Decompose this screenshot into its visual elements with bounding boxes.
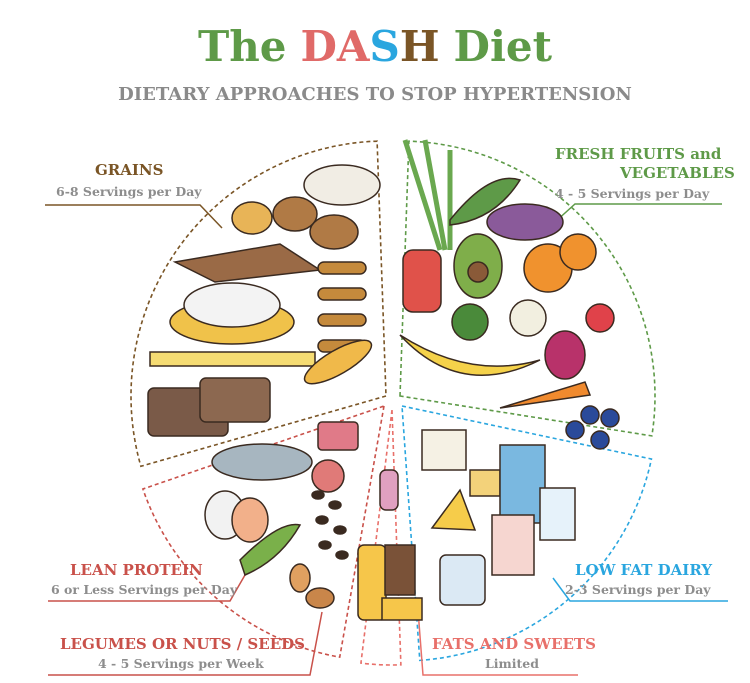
blueberry-icon [590, 430, 610, 450]
butter-block-icon [381, 597, 423, 621]
protein-wedge [141, 404, 386, 659]
egg-icon [231, 497, 269, 543]
avocado-pit-icon [467, 261, 489, 283]
carrot-icon [499, 381, 592, 409]
fruits-label-line2: VEGETABLES [620, 164, 735, 182]
bread-slice-icon [199, 377, 271, 423]
eggplant-icon [486, 203, 564, 241]
meat-icon [317, 421, 359, 451]
title-letter-d: D [300, 22, 337, 71]
fats-sweets-label: FATS AND SWEETS [432, 635, 596, 653]
butter-icon [469, 469, 501, 497]
almond-icon [289, 563, 311, 593]
rice-icon [183, 282, 281, 328]
dairy-wedge [401, 404, 653, 662]
grains-wedge [130, 140, 387, 468]
fats-sweets-servings: Limited [485, 656, 539, 671]
fruits-leader [554, 203, 722, 223]
pasta-icon [317, 313, 367, 327]
yogurt-cup-icon [421, 429, 467, 471]
legumes-servings: 4 - 5 Servings per Week [98, 656, 264, 671]
bell-pepper-icon [402, 249, 442, 313]
chicken-leg-icon [311, 459, 345, 493]
banana-icon [399, 334, 541, 376]
fats-leader [417, 609, 578, 676]
wheat-icon [303, 339, 373, 385]
orange-icon [559, 233, 597, 271]
beet-icon [544, 330, 586, 380]
title-letter-a: A [336, 22, 370, 71]
legumes-leader [48, 611, 323, 676]
pasta-icon [317, 287, 367, 301]
cheese-icon [430, 488, 477, 531]
cereal-bowl-icon [303, 164, 381, 206]
milk-glass-icon [539, 487, 576, 541]
flatbread-icon [172, 243, 323, 283]
lean-protein-label: LEAN PROTEIN [70, 561, 203, 579]
green-onion-icon [402, 139, 453, 251]
fish-icon [211, 443, 313, 481]
strawberry-icon [585, 303, 615, 333]
title-letter-s: S [369, 22, 400, 71]
potato-icon [231, 201, 273, 235]
low-fat-dairy-label: LOW FAT DAIRY [575, 561, 713, 579]
grains-leader [45, 204, 223, 229]
bean-icon [335, 550, 349, 560]
blueberry-icon [580, 405, 600, 425]
page-title: The DASH Diet [0, 22, 750, 71]
title-letter-h: H [399, 22, 440, 71]
candy-icon [379, 469, 399, 511]
broccoli-icon [451, 303, 489, 341]
title-word-diet: Diet [453, 22, 553, 71]
grains-label: GRAINS [95, 161, 164, 179]
cauliflower-icon [509, 299, 547, 337]
milk-carton-icon [499, 444, 546, 524]
breadsticks-icon [149, 351, 316, 367]
bean-icon [318, 540, 332, 550]
bean-icon [315, 515, 329, 525]
protein-leader [48, 574, 246, 602]
chocolate-icon [384, 544, 416, 596]
grains-servings: 6-8 Servings per Day [56, 184, 202, 199]
strawberry-milk-icon [491, 514, 535, 576]
legumes-label: LEGUMES OR NUTS / SEEDS [60, 635, 305, 653]
lettuce-leaf-icon [449, 177, 522, 226]
edamame-icon [239, 523, 302, 577]
blueberry-icon [600, 408, 620, 428]
title-word-the: The [197, 22, 287, 71]
lean-protein-servings: 6 or Less Servings per Day [51, 582, 238, 597]
potato-icon [272, 196, 318, 232]
potato-icon [309, 214, 359, 250]
almond-icon [305, 587, 335, 609]
fats-wedge [360, 409, 402, 666]
dairy-leader [552, 577, 728, 602]
fruits-servings: 4 - 5 Servings per Day [555, 186, 710, 201]
pasta-icon [317, 261, 367, 275]
low-fat-dairy-servings: 2-3 Servings per Day [565, 582, 711, 597]
fruits-wedge [399, 140, 656, 437]
fruits-label-line1: FRESH FRUITS and [555, 145, 722, 163]
bean-icon [311, 490, 325, 500]
blueberry-icon [565, 420, 585, 440]
milk-jar-icon [439, 554, 486, 606]
bean-icon [328, 500, 342, 510]
bean-icon [333, 525, 347, 535]
page-subtitle: DIETARY APPROACHES TO STOP HYPERTENSION [118, 84, 632, 105]
